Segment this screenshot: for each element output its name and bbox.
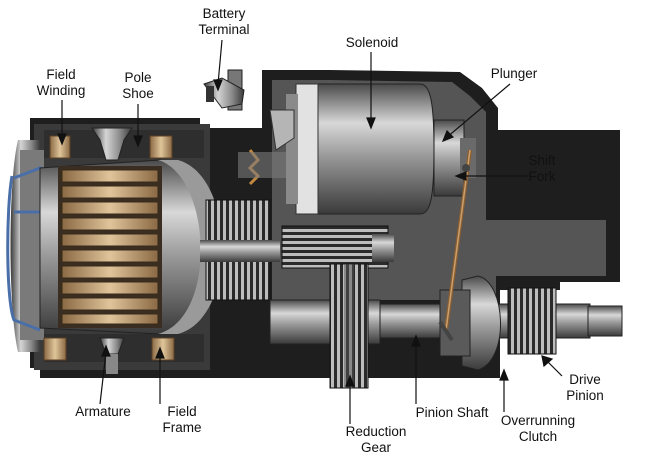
label-pinion-shaft: Pinion Shaft <box>415 405 489 420</box>
armature-gear <box>200 199 280 301</box>
label-armature: Armature <box>75 404 131 419</box>
drive-pinion <box>507 287 557 355</box>
label-plunger: Plunger <box>490 66 538 81</box>
battery-terminal <box>203 69 245 111</box>
field-frame <box>43 127 204 374</box>
commutator-bars <box>61 169 159 325</box>
plunger <box>433 119 465 197</box>
field-winding-top-right <box>149 135 173 159</box>
field-winding-bottom <box>43 337 67 361</box>
label-solenoid: Solenoid <box>345 35 399 50</box>
reduction-gear <box>329 263 369 389</box>
overrunning-clutch <box>439 275 501 371</box>
armature <box>39 159 223 335</box>
solenoid <box>238 83 476 215</box>
pole-shoe-top <box>91 127 133 161</box>
leader-lines <box>57 39 563 424</box>
